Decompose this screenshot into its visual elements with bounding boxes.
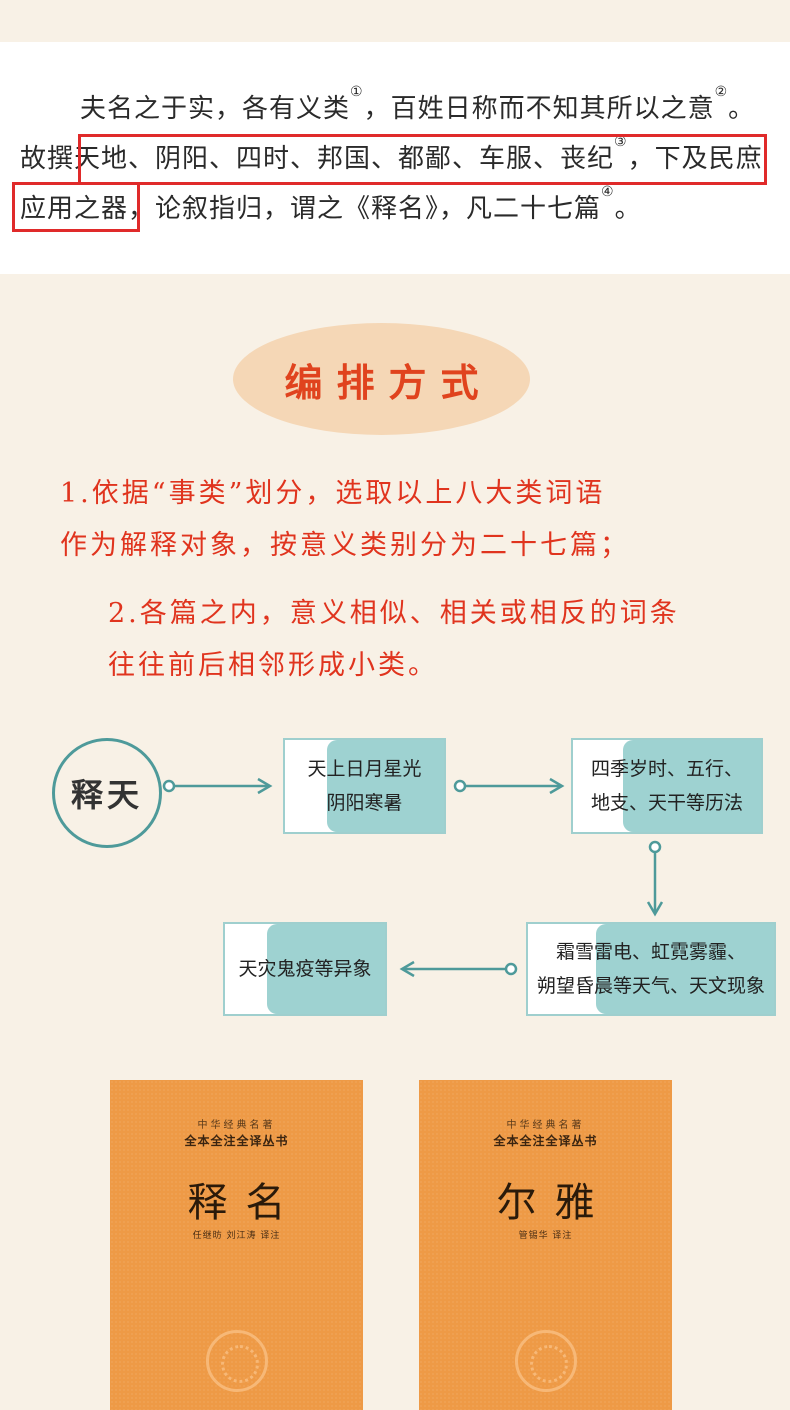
- flow-node-text: 阴阳寒暑: [326, 792, 403, 814]
- book-subseries: 全本全注全译丛书: [493, 1134, 598, 1148]
- book-title: 尔雅: [496, 1180, 613, 1226]
- flow-connector-dot: [504, 962, 518, 976]
- dragon-seal-icon: [515, 1330, 577, 1392]
- arrow-head-icon: [646, 901, 664, 917]
- quote-text: 。: [728, 94, 756, 124]
- quote-line-2: 故撰天地、阴阳、四时、邦国、都鄙、车服、丧纪③，下及民庶: [20, 134, 763, 175]
- highlight-box-divider: [12, 182, 767, 185]
- arrow-head-icon: [549, 777, 565, 795]
- footnote-mark: ②: [714, 84, 729, 100]
- book-subseries: 全本全注全译丛书: [184, 1134, 289, 1148]
- highlight-box-top: [78, 134, 767, 182]
- point-2-line-1: 2.各篇之内，意义相似、相关或相反的词条: [108, 598, 680, 629]
- quote-box: 夫名之于实，各有义类①，百姓日称而不知其所以之意②。 故撰天地、阴阳、四时、邦国…: [0, 42, 790, 274]
- book-series: 中华经典名著: [197, 1120, 276, 1131]
- quote-line-3: 应用之器，论叙指归，谓之《释名》，凡二十七篇④。: [20, 184, 642, 225]
- flow-node-text: 地支、天干等历法: [590, 792, 743, 814]
- flow-node-text: 天灾鬼疫等异象: [238, 958, 372, 980]
- flow-node-text: 霜雪雷电、虹霓雾霾、: [555, 941, 746, 963]
- book-author: 任继昉 刘江涛 译注: [192, 1231, 281, 1241]
- highlighted-text: 应用之器: [20, 194, 129, 224]
- dragon-seal-icon: [206, 1330, 268, 1392]
- footnote-mark: ③: [614, 134, 628, 150]
- flow-node-text: 天上日月星光: [307, 758, 422, 780]
- flow-node-2: 四季岁时、五行、地支、天干等历法: [571, 738, 763, 834]
- quote-text: ，百姓日称而不知其所以之意: [363, 94, 715, 124]
- highlight-box-bottom: [12, 182, 140, 232]
- section-title: 编排方式: [284, 360, 493, 405]
- highlighted-text: 天地、阴阳、四时、邦国、都鄙、车服、丧纪: [74, 144, 615, 174]
- flow-node-text: 朔望昏晨等天气、天文现象: [536, 975, 765, 997]
- point-2-line-2: 往往前后相邻形成小类。: [108, 650, 438, 681]
- flow-node-3: 霜雪雷电、虹霓雾霾、朔望昏晨等天气、天文现象: [526, 922, 776, 1016]
- book-cover-shiming: 中华经典名著 全本全注全译丛书 释名 任继昉 刘江涛 译注: [110, 1080, 363, 1410]
- section-title-pill: 编排方式: [233, 323, 530, 435]
- book-series: 中华经典名著: [506, 1120, 585, 1131]
- point-2: 2.各篇之内，意义相似、相关或相反的词条 往往前后相邻形成小类。: [108, 588, 680, 692]
- quote-line-1: 夫名之于实，各有义类①，百姓日称而不知其所以之意②。: [80, 84, 756, 125]
- flow-connector-dot: [453, 779, 467, 793]
- book-title: 释名: [187, 1180, 304, 1226]
- point-1-line-1: 1.依据“事类”划分，选取以上八大类词语: [60, 478, 606, 509]
- book-author: 管锡华 译注: [518, 1231, 573, 1241]
- book-cover-erya: 中华经典名著 全本全注全译丛书 尔雅 管锡华 译注: [419, 1080, 672, 1410]
- arrow-head-icon: [399, 960, 415, 978]
- arrow-head-icon: [257, 777, 273, 795]
- quote-text: ，下及民庶: [627, 144, 763, 174]
- footnote-mark: ①: [350, 84, 364, 100]
- flow-connector-dot: [648, 840, 662, 854]
- quote-text: 故撰: [20, 144, 75, 174]
- quote-text: 。: [614, 194, 642, 224]
- flow-node-text: 四季岁时、五行、: [590, 758, 743, 780]
- flow-connector-dot: [162, 779, 176, 793]
- point-1-line-2: 作为解释对象，按意义类别分为二十七篇；: [60, 530, 630, 561]
- flow-root-circle: 释天: [52, 738, 162, 848]
- top-band: [0, 0, 790, 42]
- point-1: 1.依据“事类”划分，选取以上八大类词语 作为解释对象，按意义类别分为二十七篇；: [60, 468, 630, 572]
- quote-text: ，论叙指归，谓之《释名》，凡二十七篇: [128, 194, 602, 224]
- quote-text: 夫名之于实，各有义类: [80, 94, 351, 124]
- flow-node-4: 天灾鬼疫等异象: [223, 922, 387, 1016]
- flow-root-label: 释天: [70, 776, 143, 814]
- flow-node-1: 天上日月星光阴阳寒暑: [283, 738, 446, 834]
- footnote-mark: ④: [601, 184, 615, 200]
